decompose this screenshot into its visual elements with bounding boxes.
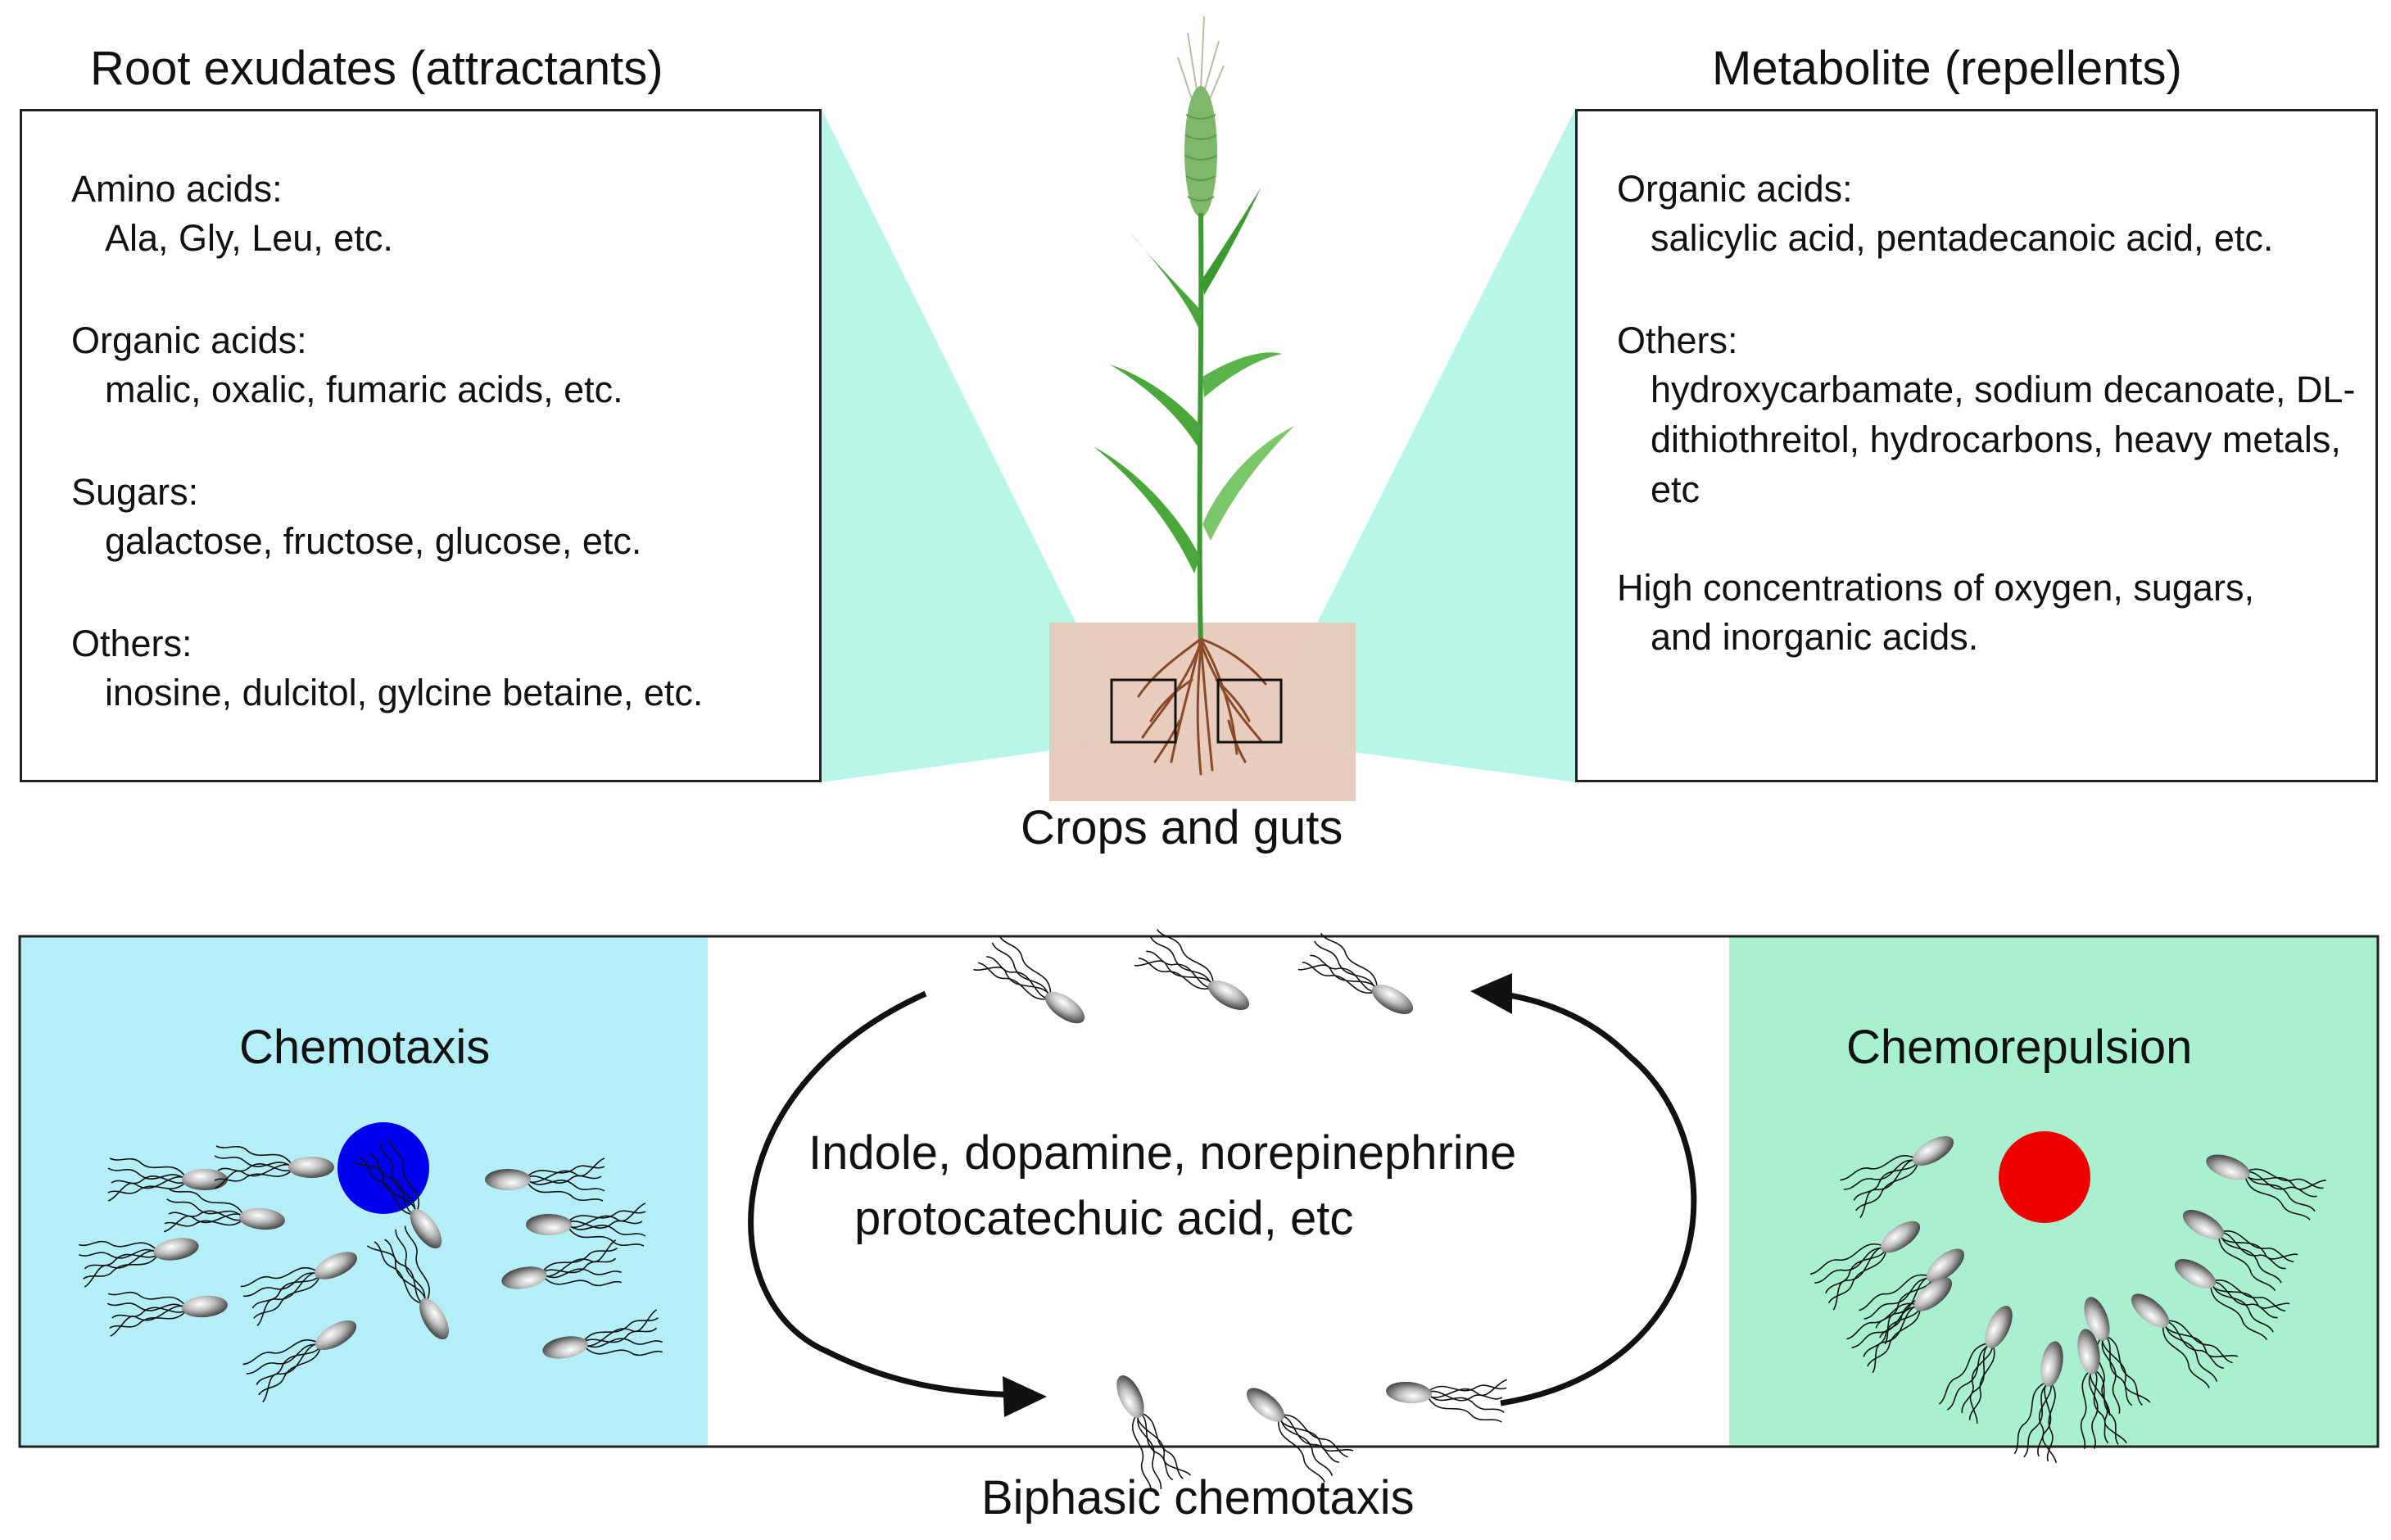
repellent-category-title: Others: bbox=[1617, 319, 1738, 361]
left-heading: Root exudates (attractants) bbox=[90, 42, 663, 95]
repellents-box: Organic acids: salicylic acid, pentadeca… bbox=[1575, 109, 2378, 782]
repellent-category-title: High concentrations of oxygen, sugars, bbox=[1617, 567, 2254, 609]
left-cycle-arrow bbox=[748, 990, 1017, 1398]
repellent-category-title: Organic acids: bbox=[1617, 168, 1853, 210]
attractant-category-title: Sugars: bbox=[71, 471, 199, 513]
left-funnel bbox=[822, 109, 1112, 782]
chemotaxis-label: Chemotaxis bbox=[239, 1021, 491, 1074]
wheat-plant-icon bbox=[1094, 16, 1294, 776]
root-zoom-box-left bbox=[1110, 678, 1177, 744]
biphasic-caption: Biphasic chemotaxis bbox=[981, 1471, 1415, 1524]
right-cycle-arrow bbox=[1498, 990, 1697, 1406]
attractant-category-title: Others: bbox=[71, 623, 192, 664]
repellent-category-text: salicylic acid, pentadecanoic acid, etc. bbox=[1651, 217, 2274, 259]
repellent-category-text: and inorganic acids. bbox=[1651, 616, 1979, 658]
compounds-line-1: Indole, dopamine, norepinephrine bbox=[808, 1126, 1517, 1180]
attractant-category-title: Amino acids: bbox=[71, 168, 283, 210]
chemorepulsion-label: Chemorepulsion bbox=[1846, 1021, 2193, 1074]
plant-caption: Crops and guts bbox=[1021, 801, 1343, 854]
right-heading: Metabolite (repellents) bbox=[1712, 42, 2182, 95]
attractants-box: Amino acids: Ala, Gly, Leu, etc. Organic… bbox=[20, 109, 822, 782]
right-funnel bbox=[1281, 109, 1575, 782]
attractant-category-title: Organic acids: bbox=[71, 319, 307, 361]
root-zoom-box-right bbox=[1216, 678, 1283, 744]
right-arrowhead bbox=[1470, 973, 1512, 1014]
attractant-category-text: malic, oxalic, fumaric acids, etc. bbox=[105, 369, 623, 410]
attractant-category-text: inosine, dulcitol, gylcine betaine, etc. bbox=[105, 672, 704, 713]
attractant-category-text: Ala, Gly, Leu, etc. bbox=[105, 217, 393, 259]
repellent-category-text: hydroxycarbamate, sodium decanoate, DL-d… bbox=[1651, 369, 2356, 511]
left-arrowhead bbox=[1003, 1376, 1047, 1417]
attractant-category-text: galactose, fructose, glucose, etc. bbox=[105, 520, 642, 562]
compounds-line-2: protocatechuic acid, etc bbox=[854, 1192, 1354, 1245]
attractant-dot bbox=[337, 1122, 429, 1214]
repellent-dot bbox=[1999, 1131, 2090, 1223]
